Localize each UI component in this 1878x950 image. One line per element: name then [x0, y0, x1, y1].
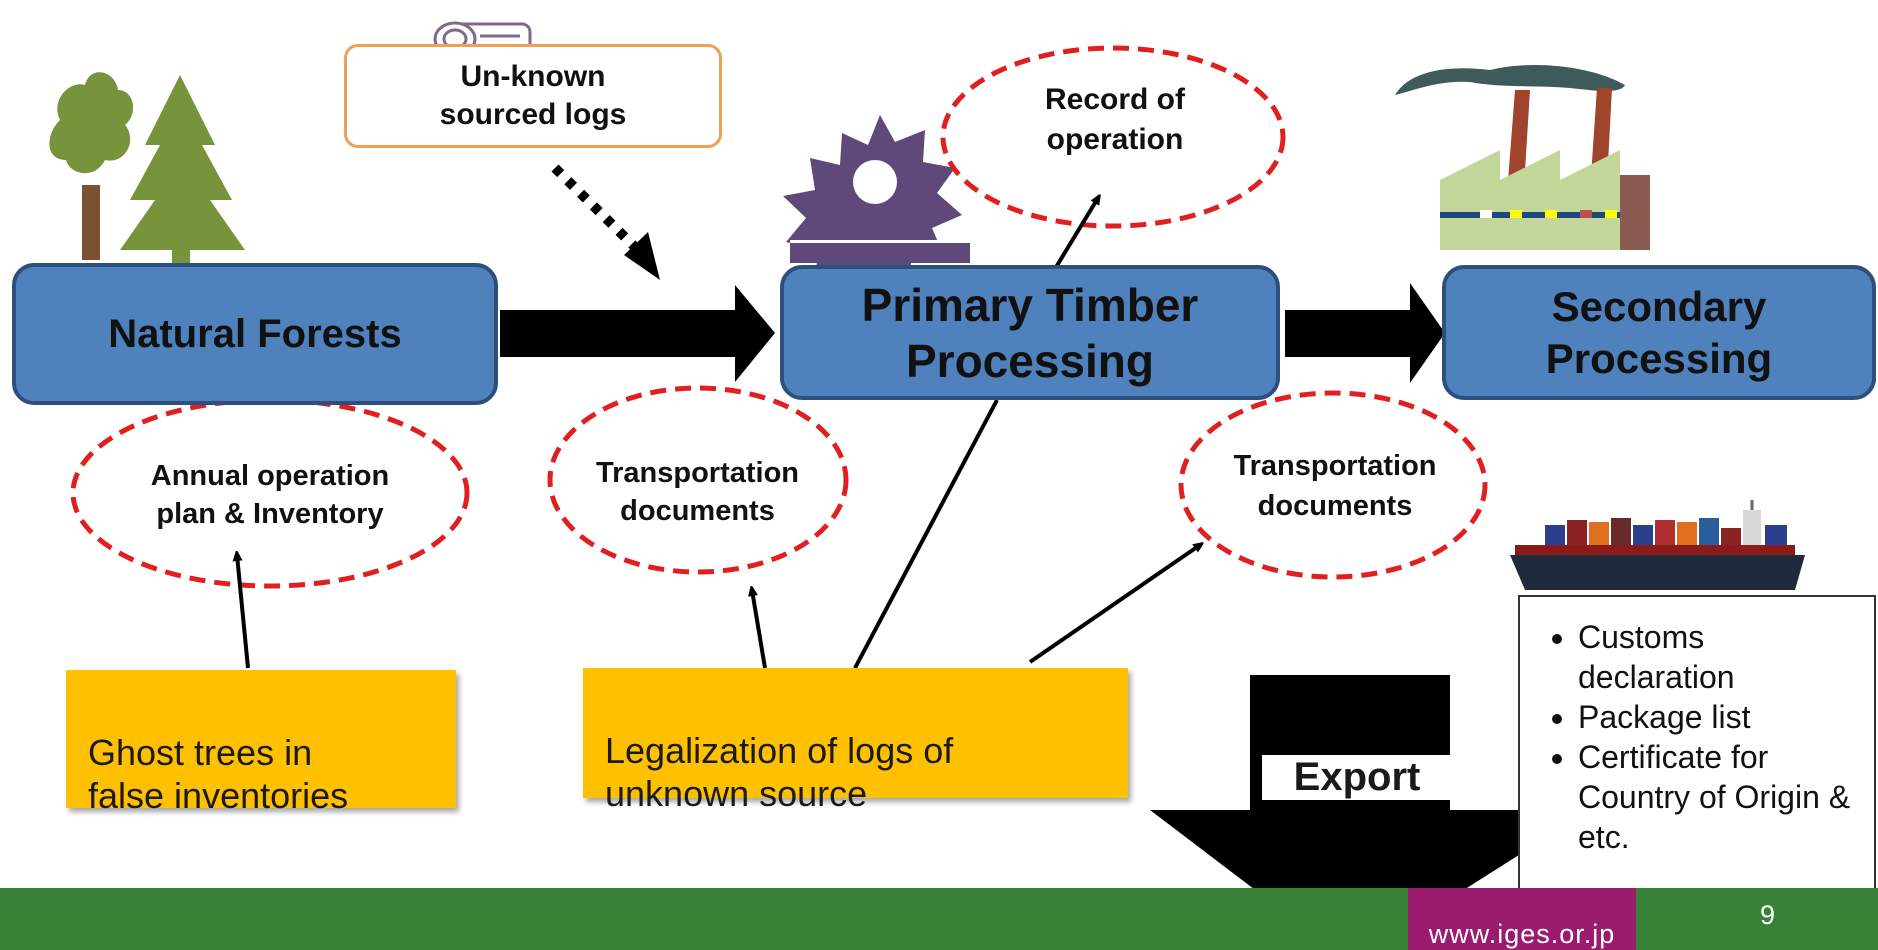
- primary-processing-label: Primary Timber Processing: [861, 278, 1199, 387]
- footer-url: www.iges.or.jp: [1408, 888, 1636, 950]
- tree-icon: [49, 72, 245, 265]
- export-documents-box: Customs declaration Package list Certifi…: [1518, 595, 1876, 892]
- factory-icon: [1395, 65, 1650, 250]
- export-doc-item: Customs declaration: [1578, 617, 1858, 697]
- legalization-label: Legalization of logs of unknown source: [605, 730, 954, 814]
- unknown-logs-box: Un-known sourced logs: [344, 44, 722, 148]
- transport-right-label: Transportation documents: [1233, 450, 1437, 522]
- transport-left-label: Transportation documents: [595, 457, 799, 527]
- arrow-forest-to-primary: [500, 285, 775, 382]
- transport-left-ellipse: [547, 385, 849, 575]
- footer-page-block: [1636, 888, 1878, 950]
- connector-arrows: [237, 198, 1200, 669]
- page-number: 9: [1760, 900, 1776, 930]
- annual-plan-label: Annual operation plan & Inventory: [150, 460, 390, 530]
- record-operation-ellipse: [940, 45, 1286, 229]
- record-operation-label: Record of operation: [1044, 83, 1185, 156]
- primary-processing-box: Primary Timber Processing: [780, 265, 1280, 400]
- export-doc-item: Package list: [1578, 697, 1858, 737]
- flow-arrows: [500, 283, 1590, 950]
- ghost-trees-note: Ghost trees in false inventories: [66, 670, 456, 816]
- unknown-logs-label: Un-known sourced logs: [439, 60, 627, 131]
- natural-forests-label: Natural Forests: [108, 311, 402, 356]
- container-ship-icon: [1510, 500, 1805, 590]
- secondary-processing-box: Secondary Processing: [1442, 265, 1876, 400]
- arrow-primary-to-secondary: [1285, 283, 1445, 383]
- secondary-processing-label: Secondary Processing: [1545, 282, 1773, 382]
- export-label: Export: [1262, 755, 1452, 800]
- natural-forests-box: Natural Forests: [12, 263, 498, 405]
- export-doc-item: Certificate for Country of Origin & etc.: [1578, 737, 1858, 857]
- unknown-logs-arrow: [551, 164, 660, 280]
- export-arrow: [1150, 675, 1590, 950]
- legalization-note: Legalization of logs of unknown source: [583, 668, 1128, 814]
- ghost-trees-label: Ghost trees in false inventories: [88, 732, 349, 816]
- saw-blade-icon: [783, 115, 970, 298]
- transport-right-ellipse: [1178, 390, 1488, 580]
